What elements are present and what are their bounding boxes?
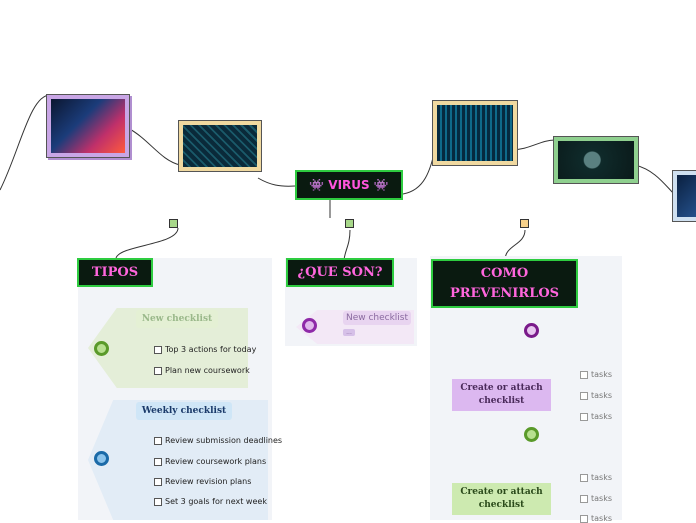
checklist-item[interactable]: Top 3 actions for today [154, 345, 256, 354]
checklist-item-label: Review coursework plans [165, 457, 267, 466]
cyber-image-5 [672, 170, 696, 222]
node-marker[interactable] [524, 323, 539, 338]
checkbox[interactable] [580, 473, 588, 482]
task-item-label: tasks [591, 494, 613, 503]
cyber-image-1 [46, 94, 130, 158]
weekly-checklist-title[interactable]: Weekly checklist [136, 402, 232, 420]
task-item[interactable]: tasks [580, 412, 612, 421]
alien-icon: 👾 [309, 178, 325, 192]
cyber-image-2 [178, 120, 262, 172]
task-item[interactable]: tasks [580, 494, 612, 503]
branch-title-tipos[interactable]: TIPOS [77, 258, 153, 287]
collapse-toggle[interactable] [345, 219, 354, 228]
central-topic-label: VIRUS [328, 178, 370, 192]
checklist-item-label: Review submission deadlines [165, 436, 283, 445]
task-item-label: tasks [591, 370, 613, 379]
checkbox[interactable] [580, 412, 588, 421]
que-son-checklist-title[interactable]: New checklist [343, 311, 411, 325]
checkbox[interactable] [580, 370, 588, 379]
task-item-label: tasks [591, 473, 613, 482]
collapse-toggle[interactable] [520, 219, 529, 228]
task-item[interactable]: tasks [580, 473, 612, 482]
central-topic[interactable]: 👾 VIRUS 👾 [295, 170, 403, 200]
checkbox[interactable] [580, 391, 588, 400]
new-checklist-title[interactable]: New checklist [136, 310, 218, 328]
checkbox[interactable] [154, 436, 162, 445]
branch-title-prevenirlos[interactable]: COMO PREVENIRLOS [431, 259, 578, 308]
checklist-item[interactable]: Review submission deadlines [154, 436, 282, 445]
checkbox[interactable] [154, 366, 162, 375]
checkbox[interactable] [154, 345, 162, 354]
node-marker[interactable] [302, 318, 317, 333]
checkbox[interactable] [580, 494, 588, 503]
checklist-item-label: Plan new coursework [165, 366, 250, 375]
cyber-image-4 [553, 136, 639, 184]
checkbox[interactable] [580, 514, 588, 523]
task-item[interactable]: tasks [580, 514, 612, 523]
task-item-label: tasks [591, 391, 613, 400]
collapse-toggle[interactable] [169, 219, 178, 228]
progress-badge: ... [343, 329, 355, 336]
checklist-item-label: Top 3 actions for today [165, 345, 257, 354]
checklist-item-label: Review revision plans [165, 477, 252, 486]
task-group-title[interactable]: Create or attach checklist [452, 379, 551, 411]
checklist-item[interactable]: Set 3 goals for next week [154, 497, 267, 506]
task-item[interactable]: tasks [580, 370, 612, 379]
node-marker[interactable] [524, 427, 539, 442]
cyber-image-3 [432, 100, 518, 166]
weekly-checklist-group-bg [88, 400, 268, 520]
node-marker[interactable] [94, 451, 109, 466]
checkbox[interactable] [154, 497, 162, 506]
checklist-item-label: Set 3 goals for next week [165, 497, 267, 506]
checklist-item[interactable]: Plan new coursework [154, 366, 250, 375]
checkbox[interactable] [154, 477, 162, 486]
task-group-title[interactable]: Create or attach checklist [452, 483, 551, 515]
alien-icon: 👾 [373, 178, 389, 192]
node-marker[interactable] [94, 341, 109, 356]
branch-title-que-son[interactable]: ¿QUE SON? [286, 258, 394, 287]
checkbox[interactable] [154, 457, 162, 466]
task-item-label: tasks [591, 412, 613, 421]
checklist-item[interactable]: Review coursework plans [154, 457, 266, 466]
task-item-label: tasks [591, 514, 613, 523]
task-item[interactable]: tasks [580, 391, 612, 400]
checklist-item[interactable]: Review revision plans [154, 477, 251, 486]
